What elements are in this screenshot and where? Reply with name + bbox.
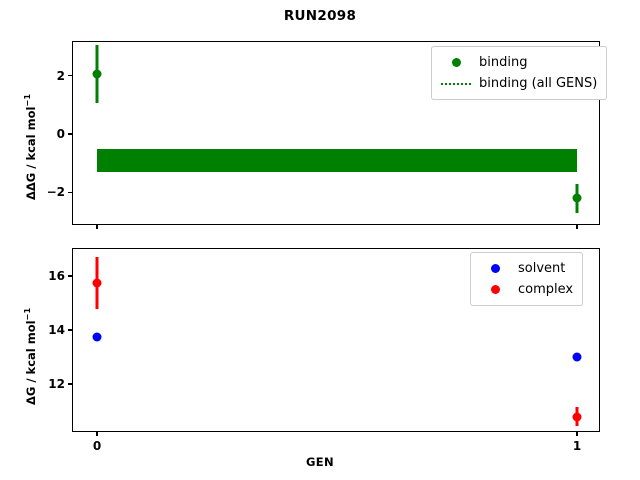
data-point-marker[interactable] [92, 278, 102, 288]
circle-marker-icon [490, 264, 500, 273]
circle-marker-icon [451, 58, 461, 67]
data-point-marker[interactable] [572, 193, 582, 203]
x-axis-label: GEN [305, 455, 335, 469]
x-tick-mark [96, 431, 98, 436]
top-ylabel-text: ΔΔG / kcal mol [23, 106, 38, 200]
legend-label-binding-all-gens: binding (all GENS) [479, 76, 598, 91]
page-title: RUN2098 [283, 8, 357, 24]
legend-marker-icon [478, 264, 512, 273]
bottom-panel-legend[interactable]: solvent complex [470, 252, 584, 306]
y-tick-mark [68, 383, 73, 386]
legend-label-solvent: solvent [518, 261, 566, 276]
legend-item-complex[interactable]: complex [478, 279, 573, 300]
x-tick-mark [576, 224, 578, 229]
x-tick-mark [576, 431, 578, 436]
bottom-ylabel-exponent: −1 [22, 307, 32, 321]
y-tick-label: −2 [46, 185, 65, 200]
legend-line-icon [439, 82, 473, 85]
legend-marker-icon [478, 285, 512, 294]
y-tick-mark [68, 133, 73, 135]
top-panel-ylabel: ΔΔG / kcal mol−1 [22, 94, 38, 200]
legend-label-complex: complex [518, 282, 574, 297]
y-tick-label: 12 [48, 377, 65, 392]
data-point-marker[interactable] [92, 69, 102, 79]
y-tick-label: 2 [56, 68, 65, 83]
y-tick-mark [68, 191, 73, 194]
legend-label-binding: binding [479, 55, 528, 70]
y-tick-label: 16 [48, 269, 65, 284]
data-point-marker[interactable] [572, 412, 582, 422]
all-gens-band [97, 148, 577, 172]
bottom-ylabel-text: ΔG / kcal mol [23, 320, 38, 405]
dotted-line-icon [441, 82, 471, 85]
circle-marker-icon [490, 285, 500, 294]
data-point-marker[interactable] [572, 352, 582, 362]
x-tick-label: 1 [572, 439, 582, 453]
y-tick-mark [68, 275, 73, 277]
y-tick-label: 0 [56, 127, 65, 141]
top-ylabel-exponent: −1 [22, 93, 32, 107]
legend-item-binding[interactable]: binding [439, 52, 597, 73]
y-tick-mark [68, 329, 73, 331]
y-tick-mark [68, 74, 73, 77]
top-panel-legend[interactable]: binding binding (all GENS) [431, 46, 608, 100]
x-tick-label: 0 [92, 439, 102, 453]
legend-marker-icon [439, 58, 473, 67]
legend-item-binding-all-gens[interactable]: binding (all GENS) [439, 73, 597, 94]
data-point-marker[interactable] [92, 332, 102, 342]
legend-item-solvent[interactable]: solvent [478, 258, 573, 279]
y-tick-label: 14 [48, 323, 65, 338]
bottom-panel-ylabel: ΔG / kcal mol−1 [22, 308, 38, 405]
bottom-plot-area [73, 249, 599, 431]
x-tick-mark [96, 224, 98, 229]
top-plot-area [73, 42, 599, 224]
